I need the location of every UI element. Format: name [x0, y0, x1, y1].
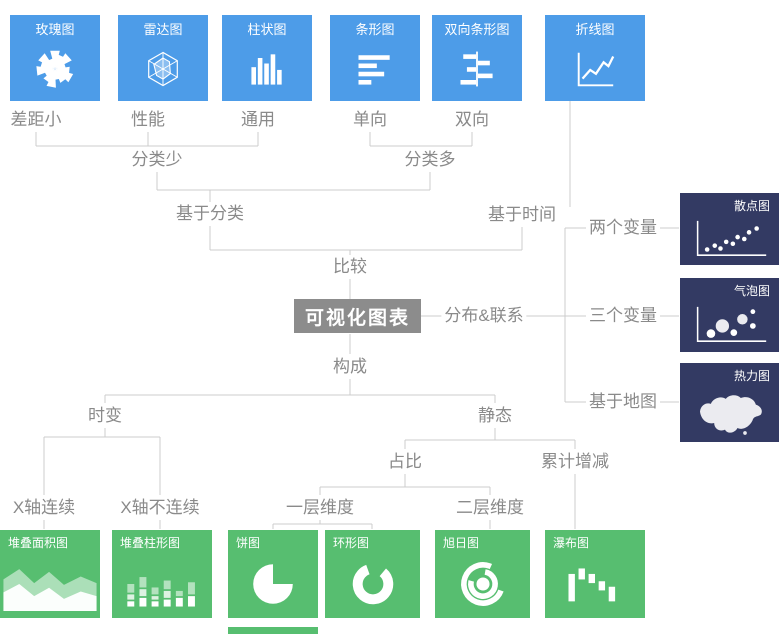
- card-donut-chart: 环形图: [325, 530, 420, 618]
- card-title: 热力图: [733, 369, 770, 383]
- tag-performance: 性能: [128, 108, 168, 132]
- card-title: 条形图: [355, 22, 395, 37]
- node-distribution-relation: 分布&联系: [441, 304, 527, 328]
- stacked-area-chart-icon: [0, 550, 100, 618]
- node-two-dimension: 二层维度: [453, 496, 527, 520]
- node-x-discontinuous: X轴不连续: [117, 496, 203, 520]
- pie-chart-icon: [228, 550, 318, 618]
- node-cumulative-change: 累计增减: [538, 450, 612, 474]
- card-title: 玫瑰图: [35, 22, 75, 37]
- card-radar-chart: 雷达图: [118, 15, 208, 101]
- card-scatter-chart: 散点图: [680, 193, 779, 265]
- node-two-variables: 两个变量: [586, 216, 660, 240]
- card-sunburst-chart: 旭日图: [435, 530, 530, 618]
- card-title: 柱状图: [247, 22, 287, 37]
- rose-chart-icon: [10, 38, 100, 101]
- diverging-bar-chart-icon: [432, 38, 522, 101]
- scatter-chart-icon: [680, 213, 779, 265]
- card-stacked-area-chart: 堆叠面积图: [0, 530, 100, 618]
- card-stacked-column-chart: 堆叠柱形图: [112, 530, 212, 618]
- line-chart-icon: [545, 38, 645, 101]
- node-proportion: 占比: [385, 450, 425, 474]
- heatmap-chart-icon: [680, 383, 779, 442]
- card-title: 瀑布图: [553, 536, 590, 550]
- stacked-column-chart-icon: [112, 550, 212, 618]
- sunburst-chart-icon: [435, 550, 530, 618]
- node-many-categories: 分类多: [401, 148, 459, 172]
- node-x-continuous: X轴连续: [9, 496, 79, 520]
- card-heatmap-chart: 热力图: [680, 363, 779, 442]
- card-title: 堆叠面积图: [8, 536, 69, 550]
- root-node-visualization-charts: 可视化图表: [294, 299, 421, 333]
- column-chart-icon: [222, 38, 312, 101]
- radar-chart-icon: [118, 38, 208, 101]
- tag-two-way: 双向: [452, 108, 492, 132]
- card-title: 饼图: [236, 536, 261, 550]
- node-map-based: 基于地图: [586, 390, 660, 414]
- card-title: 折线图: [575, 22, 615, 37]
- node-by-time: 基于时间: [485, 203, 559, 227]
- node-time-varying: 时变: [85, 404, 125, 428]
- tag-one-way: 单向: [350, 108, 390, 132]
- card-bubble-chart: 气泡图: [680, 278, 779, 352]
- node-by-category: 基于分类: [173, 202, 247, 226]
- node-compare: 比较: [330, 255, 370, 279]
- card-title: 雷达图: [143, 22, 183, 37]
- node-composition: 构成: [330, 355, 370, 379]
- partial-card-bottom: [228, 627, 318, 634]
- bubble-chart-icon: [680, 298, 779, 352]
- card-bar-chart: 条形图: [330, 15, 420, 101]
- card-diverging-bar-chart: 双向条形图: [432, 15, 522, 101]
- card-title: 气泡图: [733, 284, 770, 298]
- tag-general: 通用: [238, 108, 278, 132]
- card-title: 堆叠柱形图: [120, 536, 181, 550]
- node-one-dimension: 一层维度: [283, 496, 357, 520]
- card-line-chart: 折线图: [545, 15, 645, 101]
- card-waterfall-chart: 瀑布图: [545, 530, 645, 618]
- node-three-variables: 三个变量: [586, 304, 660, 328]
- waterfall-chart-icon: [545, 550, 645, 618]
- card-title: 散点图: [733, 199, 770, 213]
- card-title: 环形图: [333, 536, 370, 550]
- card-rose-chart: 玫瑰图: [10, 15, 100, 101]
- card-column-chart: 柱状图: [222, 15, 312, 101]
- card-title: 双向条形图: [444, 22, 510, 37]
- node-few-categories: 分类少: [128, 148, 186, 172]
- card-pie-chart: 饼图: [228, 530, 318, 618]
- card-title: 旭日图: [443, 536, 480, 550]
- bar-chart-icon: [330, 38, 420, 101]
- tag-small-gap: 差距小: [7, 108, 65, 132]
- donut-chart-icon: [325, 550, 420, 618]
- node-static: 静态: [475, 404, 515, 428]
